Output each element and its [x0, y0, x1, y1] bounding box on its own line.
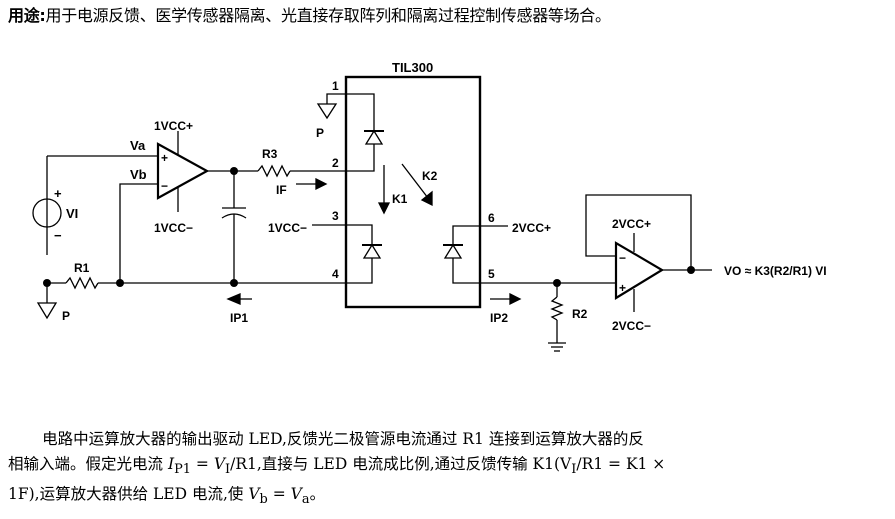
capacitor	[221, 171, 247, 283]
pin-2: 2	[332, 156, 339, 170]
ground-p-left	[36, 283, 58, 320]
description-line-3: 1F),运算放大器供给 LED 电流,使 Vb = Va。	[8, 485, 326, 508]
label-minus-vi: −	[54, 228, 62, 243]
label-k1: K1	[392, 192, 408, 206]
description: 电路中运算放大器的输出驱动 LED,反馈光二极管源电流通过 R1 连接到运算放大…	[8, 427, 893, 512]
resistor-r1	[65, 276, 99, 290]
voltage-source-vi	[32, 156, 62, 255]
label-pin6-supply: 2VCC+	[512, 221, 551, 235]
pin-4: 4	[332, 267, 339, 281]
photodiode-2	[443, 225, 480, 284]
label-opamp2-plus: +	[619, 281, 626, 295]
label-opamp2-minus: −	[619, 251, 626, 265]
label-opamp2-vcc-plus: 2VCC+	[612, 217, 651, 231]
label-plus-vi: +	[54, 186, 62, 201]
label-til300: TIL300	[392, 60, 433, 75]
label-va: Va	[130, 138, 146, 153]
label-opamp2-vcc-minus: 2VCC−	[612, 319, 651, 333]
pin-1: 1	[332, 79, 339, 93]
led-diode	[346, 93, 384, 172]
label-p-pin1: P	[316, 126, 324, 140]
label-r1: R1	[74, 261, 90, 275]
label-opamp1-plus: +	[161, 151, 168, 165]
ground-r2	[548, 342, 566, 352]
til300-package	[344, 75, 482, 309]
k2-arrow	[401, 163, 429, 199]
label-pin3-supply: 1VCC−	[268, 221, 307, 235]
label-vb: Vb	[130, 167, 147, 182]
description-line-2: 相输入端。假定光电流 IP1 = VI/R1,直接与 LED 电流成比例,通过反…	[8, 455, 666, 478]
label-vi: VI	[66, 206, 78, 221]
label-opamp1-vcc-plus: 1VCC+	[154, 119, 193, 133]
pin-5: 5	[488, 267, 495, 281]
label-opamp1-vcc-minus: 1VCC−	[154, 221, 193, 235]
resistor-r3	[257, 164, 291, 178]
feedback-wire	[585, 194, 692, 270]
label-output-formula: VO ≈ K3(R2/R1) VI	[724, 264, 827, 278]
label-r2: R2	[572, 307, 588, 321]
resistor-r2	[550, 296, 564, 321]
opamp-2	[614, 233, 665, 312]
pin-3: 3	[332, 209, 339, 223]
label-ip1: IP1	[230, 311, 248, 325]
label-k2: K2	[422, 169, 438, 183]
label-p-left: P	[62, 309, 70, 323]
label-if: IF	[276, 183, 287, 197]
opamp-1	[156, 131, 210, 212]
description-line-1: 电路中运算放大器的输出驱动 LED,反馈光二极管源电流通过 R1 连接到运算放大…	[42, 430, 644, 448]
label-ip2: IP2	[490, 311, 508, 325]
photodiode-1	[346, 224, 382, 284]
ground-p-pin1	[316, 93, 346, 120]
usage-text: 用于电源反馈、医学传感器隔离、光直接存取阵列和隔离过程控制传感器等场合。	[45, 6, 612, 25]
label-opamp1-minus: −	[161, 179, 168, 193]
label-r3: R3	[262, 147, 278, 161]
usage-line: 用途:用于电源反馈、医学传感器隔离、光直接存取阵列和隔离过程控制传感器等场合。	[8, 6, 611, 26]
wire-vb	[119, 183, 158, 283]
usage-label: 用途:	[8, 6, 46, 25]
pin-6: 6	[488, 211, 495, 225]
circuit-diagram: TIL300 Va Vb VI + − + − 1VCC+ 1VCC− R1 R…	[32, 60, 827, 352]
